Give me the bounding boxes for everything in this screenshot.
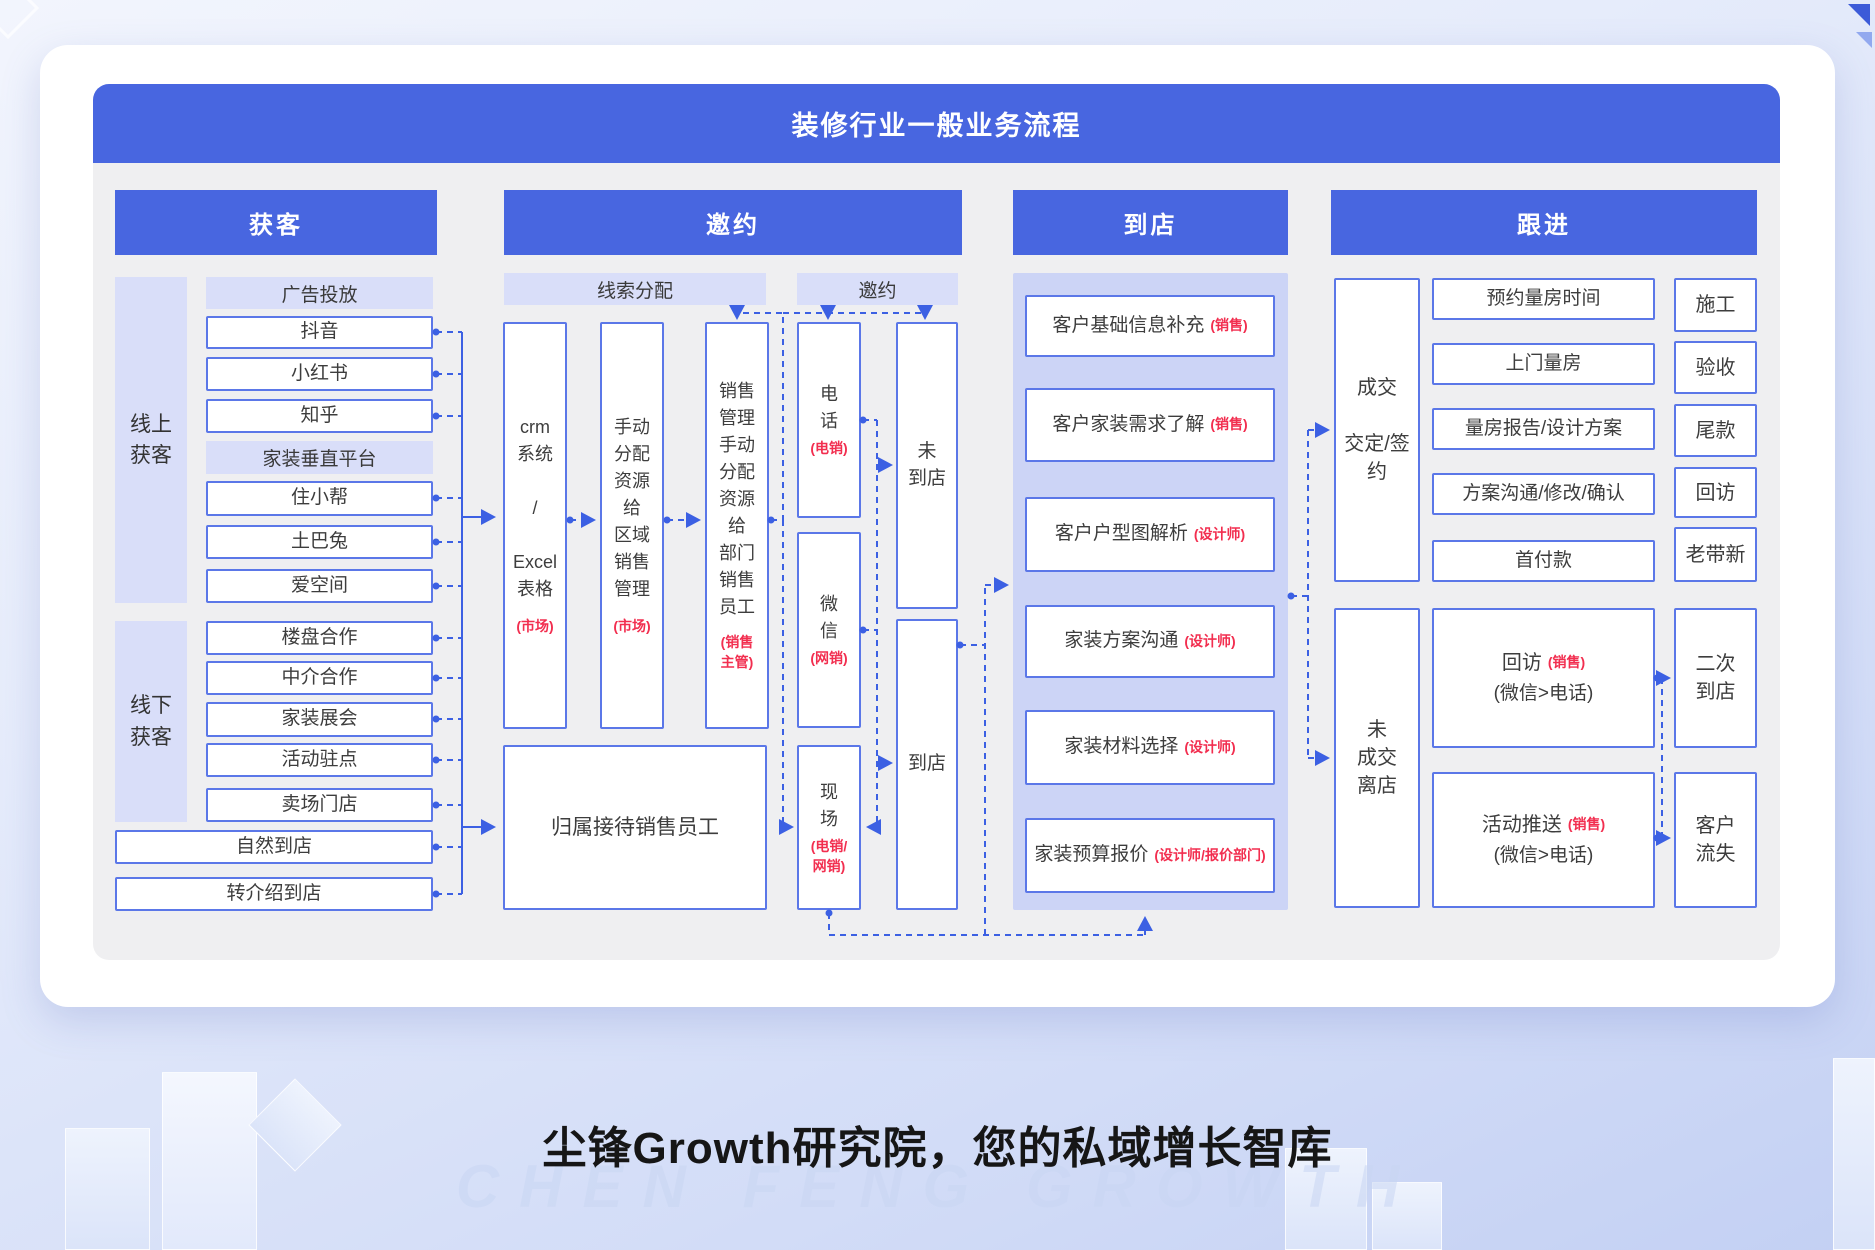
revisit-title: 回访 (1501, 651, 1542, 674)
step-budget-quote-title: 家装预算报价 (1034, 844, 1149, 866)
channel-walk-in: 自然到店 (115, 830, 433, 864)
step-referral-new: 老带新 (1674, 527, 1757, 582)
channel-expo: 家装展会 (206, 702, 433, 737)
step-needs-discovery-title: 客户家装需求了解 (1052, 413, 1205, 435)
revisit-sub: (微信>电话) (1493, 682, 1594, 704)
step-schedule-measure: 预约量房时间 (1432, 278, 1655, 320)
step-plan-discussion-title: 家装方案沟通 (1064, 630, 1179, 652)
manual-assign-region-role: (市场) (613, 618, 651, 635)
group-vertical-platforms: 家装垂直平台 (206, 441, 433, 474)
invite-wechat-label: 微 信 (820, 594, 838, 642)
visited-box: 到店 (896, 619, 958, 910)
crm-excel-label: crm 系统 / Excel 表格 (512, 417, 557, 600)
manual-assign-region-box: 手动 分配 资源 给 区域 销售 管理 (市场) (600, 322, 664, 729)
step-acceptance: 验收 (1674, 341, 1757, 394)
diagram-title: 装修行业一般业务流程 (93, 84, 1780, 163)
column-header-invitation: 邀约 (504, 190, 962, 255)
invite-onsite-role: (电销/ 网销) (810, 837, 848, 874)
channel-aikongjian: 爱空间 (206, 569, 433, 603)
step-return-visit: 回访 (1674, 467, 1757, 518)
decor-cube-2 (162, 1072, 257, 1250)
step-down-payment: 首付款 (1432, 540, 1655, 582)
invite-onsite-label: 现 场 (820, 781, 838, 829)
offline-acquisition-label: 线下 获客 (115, 621, 187, 822)
channel-zhihu: 知乎 (206, 399, 433, 433)
decor-cube-1 (65, 1128, 150, 1250)
step-measure-report: 量房报告/设计方案 (1432, 408, 1655, 450)
column-header-acquisition: 获客 (115, 190, 437, 255)
activity-push-title-row: 活动推送 (销售) (1482, 810, 1605, 840)
activity-push-sub: (微信>电话) (1493, 844, 1594, 866)
step-floorplan-analysis: 客户户型图解析 (设计师) (1025, 497, 1275, 572)
channel-property-coop: 楼盘合作 (206, 621, 433, 655)
crm-excel-box: crm 系统 / Excel 表格 (市场) (503, 322, 567, 729)
step-budget-quote: 家装预算报价 (设计师/报价部门) (1025, 818, 1275, 893)
step-floorplan-analysis-role: (设计师) (1193, 525, 1246, 542)
step-plan-discussion: 家装方案沟通 (设计师) (1025, 605, 1275, 678)
churn-box: 客户 流失 (1674, 772, 1757, 908)
decor-pillar-right (1833, 1058, 1875, 1250)
column-header-follow-up: 跟进 (1331, 190, 1757, 255)
step-material-selection-title: 家装材料选择 (1064, 736, 1179, 758)
group-ad-placement: 广告投放 (206, 277, 433, 309)
step-final-payment: 尾款 (1674, 404, 1757, 457)
invite-wechat-box: 微 信 (网销) (797, 532, 861, 728)
channel-referral: 转介绍到店 (115, 877, 433, 911)
revisit-box: 回访 (销售) (微信>电话) (1432, 608, 1655, 748)
step-customer-info-role: (销售) (1210, 317, 1248, 334)
online-acquisition-label: 线上 获客 (115, 277, 187, 603)
step-customer-info: 客户基础信息补充 (销售) (1025, 295, 1275, 357)
channel-agency-coop: 中介合作 (206, 661, 433, 695)
revisit-role: (销售) (1547, 653, 1586, 670)
channel-mall-store: 卖场门店 (206, 788, 433, 822)
channel-event-station: 活动驻点 (206, 743, 433, 777)
activity-push-title: 活动推送 (1481, 813, 1562, 836)
step-material-selection-role: (设计师) (1184, 738, 1236, 755)
activity-push-role: (销售) (1567, 815, 1606, 832)
step-needs-discovery: 客户家装需求了解 (销售) (1025, 388, 1275, 462)
step-material-selection: 家装材料选择 (设计师) (1025, 710, 1275, 785)
no-deal-left-box: 未 成交 离店 (1334, 608, 1420, 908)
group-invite: 邀约 (797, 273, 958, 305)
decor-corner-triangle-1 (1848, 4, 1870, 26)
decor-cube-5 (1372, 1182, 1442, 1250)
step-customer-info-title: 客户基础信息补充 (1052, 314, 1205, 336)
footer-tagline: 尘锋Growth研究院，您的私域增长智库 (542, 1124, 1333, 1173)
channel-xiaohongshu: 小红书 (206, 357, 433, 391)
second-visit-box: 二次 到店 (1674, 608, 1757, 748)
store-visit-panel (1013, 273, 1288, 910)
step-budget-quote-role: (设计师/报价部门) (1154, 846, 1266, 863)
step-construction: 施工 (1674, 278, 1757, 332)
invite-phone-box: 电 话 (电销) (797, 322, 861, 518)
manager-assign-dept-box: 销售 管理 手动 分配 资源 给 部门 销售 员工 (销售 主管) (705, 322, 769, 729)
step-plan-discussion-role: (设计师) (1184, 632, 1236, 649)
step-plan-confirm: 方案沟通/修改/确认 (1432, 473, 1655, 515)
reception-staff-box: 归属接待销售员工 (503, 745, 767, 910)
group-lead-distribution: 线索分配 (504, 273, 766, 305)
manual-assign-region-label: 手动 分配 资源 给 区域 销售 管理 (614, 417, 650, 600)
not-visited-box: 未 到店 (896, 322, 958, 609)
invite-phone-role: (电销) (810, 440, 848, 457)
crm-excel-role: (市场) (516, 618, 554, 635)
revisit-title-row: 回访 (销售) (1502, 648, 1585, 678)
invite-phone-label: 电 话 (820, 384, 838, 432)
channel-zhuxiaobang: 住小帮 (206, 481, 433, 516)
invite-wechat-role: (网销) (810, 650, 848, 667)
decor-rotated-square (0, 0, 40, 40)
channel-tubatu: 土巴兔 (206, 525, 433, 559)
step-needs-discovery-role: (销售) (1210, 416, 1248, 433)
invite-onsite-box: 现 场 (电销/ 网销) (797, 745, 861, 910)
activity-push-box: 活动推送 (销售) (微信>电话) (1432, 772, 1655, 908)
decor-corner-triangle-2 (1856, 32, 1872, 48)
manager-assign-dept-label: 销售 管理 手动 分配 资源 给 部门 销售 员工 (719, 381, 755, 618)
step-floorplan-analysis-title: 客户户型图解析 (1054, 523, 1188, 545)
step-home-measure: 上门量房 (1432, 343, 1655, 385)
deal-signed-box: 成交 交定/签约 (1334, 278, 1420, 582)
column-header-store-visit: 到店 (1013, 190, 1288, 255)
channel-douyin: 抖音 (206, 316, 433, 349)
manager-assign-dept-role: (销售 主管) (720, 634, 754, 670)
brand-watermark: CHEN FENG GROWTH (455, 1153, 1420, 1220)
